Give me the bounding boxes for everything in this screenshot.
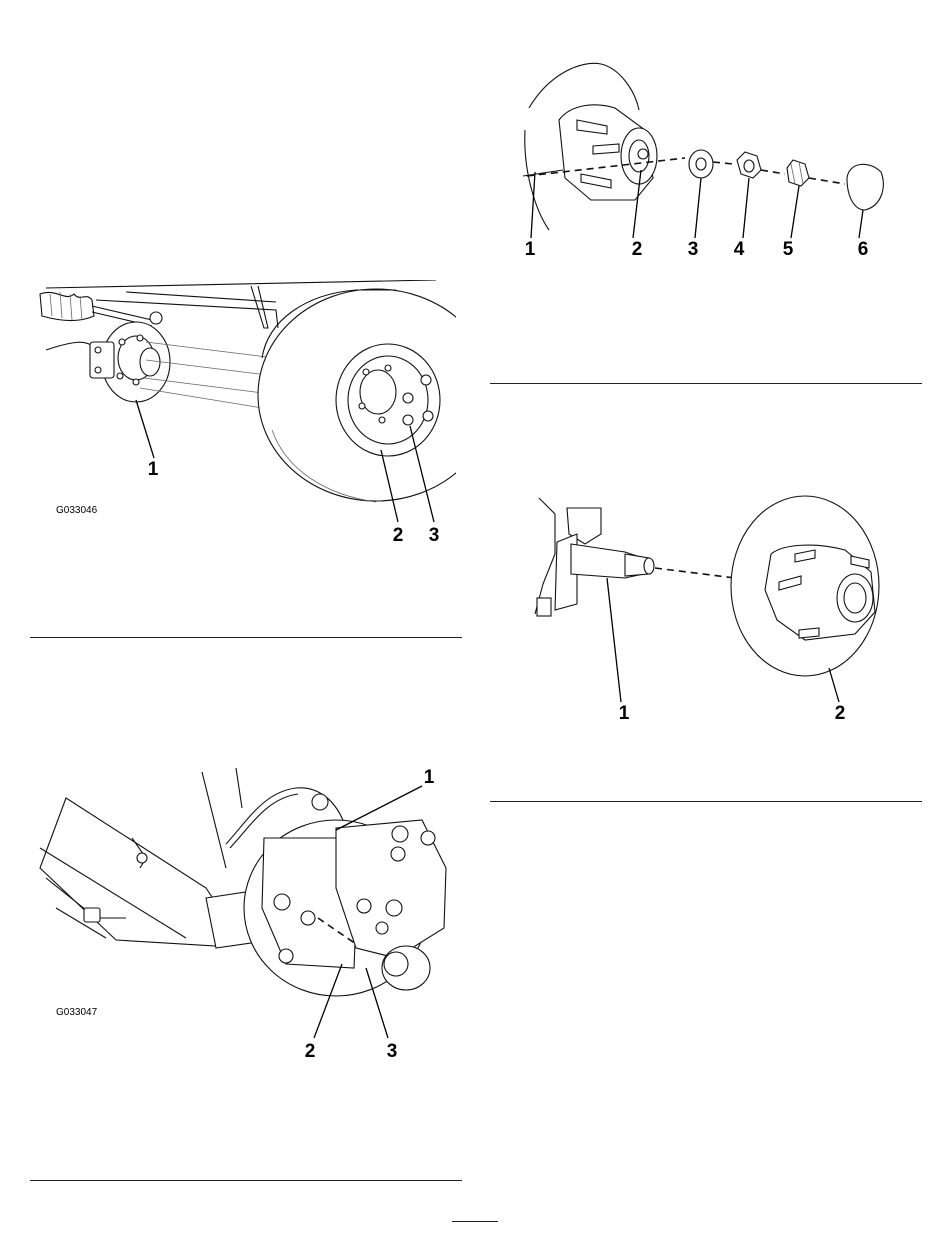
figure-caliper-removal: 1 2 3 G033047 [36, 768, 462, 1068]
section-divider-right-1 [490, 383, 922, 384]
graphic-code-wheel: G033046 [56, 505, 97, 516]
section-divider-left-2 [30, 1180, 462, 1181]
callout-wheel-3: 3 [429, 526, 440, 546]
graphic-code-caliper: G033047 [56, 1007, 97, 1018]
wheel-removal-illustration [36, 280, 456, 540]
hub-exploded-illustration [515, 60, 895, 270]
callout-wheel-1: 1 [148, 460, 159, 480]
callout-hub-2: 2 [632, 240, 643, 260]
section-divider-left-1 [30, 637, 462, 638]
caliper-removal-illustration [36, 768, 462, 1068]
figure-wheel-removal: 1 2 3 G033046 [36, 280, 456, 540]
callout-hub-5: 5 [783, 240, 794, 260]
callout-rotor-2: 2 [835, 704, 846, 724]
callout-wheel-2: 2 [393, 526, 404, 546]
callout-caliper-3: 3 [387, 1042, 398, 1062]
callout-hub-1: 1 [525, 240, 536, 260]
rotor-removal-illustration [515, 494, 895, 724]
callout-caliper-1: 1 [424, 768, 435, 788]
figure-hub-exploded: 1 2 3 4 5 6 [515, 60, 895, 270]
section-divider-right-2 [490, 801, 922, 802]
figure-rotor-removal: 1 2 [515, 494, 895, 724]
callout-rotor-1: 1 [619, 704, 630, 724]
callout-hub-3: 3 [688, 240, 699, 260]
callout-caliper-2: 2 [305, 1042, 316, 1062]
page-footer-rule [452, 1221, 498, 1222]
callout-hub-4: 4 [734, 240, 745, 260]
callout-hub-6: 6 [858, 240, 869, 260]
